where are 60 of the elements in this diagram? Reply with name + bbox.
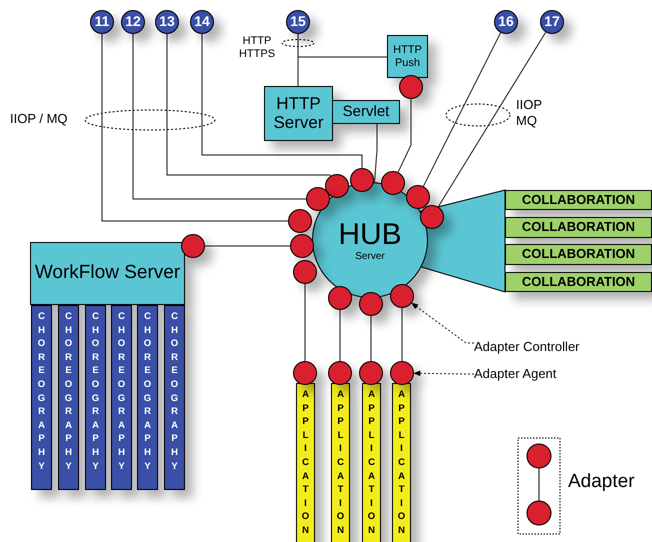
connector-line	[304, 284, 306, 362]
number-badge: 13	[155, 10, 179, 34]
adapter-circle	[399, 75, 423, 99]
choreography-column: CHOREOGRAPHY	[111, 305, 132, 490]
protocol-label: HTTP HTTPS	[238, 35, 276, 62]
collaboration-bar: COLLABORATION	[505, 244, 652, 265]
protocol-label: IIOP MQ	[516, 97, 543, 128]
choreography-column: CHOREOGRAPHY	[164, 305, 185, 490]
adapter-circle	[288, 209, 312, 233]
leader-line	[413, 370, 474, 376]
adapter-circle	[359, 292, 383, 316]
connector-line	[166, 34, 332, 176]
adapter-circle	[290, 234, 314, 258]
annotation-text: Adapter Controller	[474, 338, 614, 356]
application-column: APPLICATION	[392, 383, 411, 542]
collaboration-bar: COLLABORATION	[505, 217, 652, 238]
application-column: APPLICATION	[362, 383, 381, 542]
number-badge: 11	[90, 10, 114, 34]
connector-line	[422, 32, 502, 187]
collaboration-bar: COLLABORATION	[505, 272, 652, 292]
number-badge: 12	[121, 10, 145, 34]
adapter-circle	[328, 286, 352, 310]
adapter-circle	[390, 361, 414, 385]
component-box: Servlet	[332, 100, 400, 124]
connector-line	[132, 34, 306, 200]
server-box: WorkFlow Server	[30, 242, 185, 305]
server-box: HTTP Push	[387, 35, 428, 78]
number-badge: 15	[286, 10, 310, 34]
collaboration-bar: COLLABORATION	[505, 190, 652, 210]
number-badge: 14	[190, 10, 214, 34]
adapter-circle	[359, 361, 383, 385]
legend-text: Adapter	[568, 471, 635, 494]
adapter-circle	[293, 361, 317, 385]
application-column: APPLICATION	[296, 383, 315, 542]
adapter-circle	[181, 234, 205, 258]
adapter-circle	[390, 284, 414, 308]
connector-line	[298, 34, 388, 58]
adapter-circle	[350, 168, 374, 192]
protocol-label: IIOP / MQ	[10, 111, 68, 127]
connector-line	[438, 32, 546, 208]
connector-line	[374, 124, 378, 183]
adapter-circle	[325, 174, 349, 198]
application-column: APPLICATION	[331, 383, 350, 542]
adapter-circle	[328, 361, 352, 385]
connector-line	[370, 316, 372, 362]
annotation-text: Adapter Agent	[474, 365, 594, 383]
adapter-circle	[306, 187, 330, 211]
server-box: HTTP Server	[264, 86, 333, 141]
choreography-column: CHOREOGRAPHY	[85, 305, 106, 490]
leader-line	[411, 302, 474, 344]
adapter-circle	[293, 260, 317, 284]
connector-line	[102, 34, 288, 222]
number-badge: 17	[540, 10, 564, 34]
connector-line	[398, 98, 412, 173]
connector-line	[202, 34, 362, 168]
adapter-circle	[381, 171, 405, 195]
number-badge: 16	[494, 10, 518, 34]
choreography-column: CHOREOGRAPHY	[58, 305, 79, 490]
choreography-column: CHOREOGRAPHY	[31, 305, 52, 490]
choreography-column: CHOREOGRAPHY	[137, 305, 158, 490]
